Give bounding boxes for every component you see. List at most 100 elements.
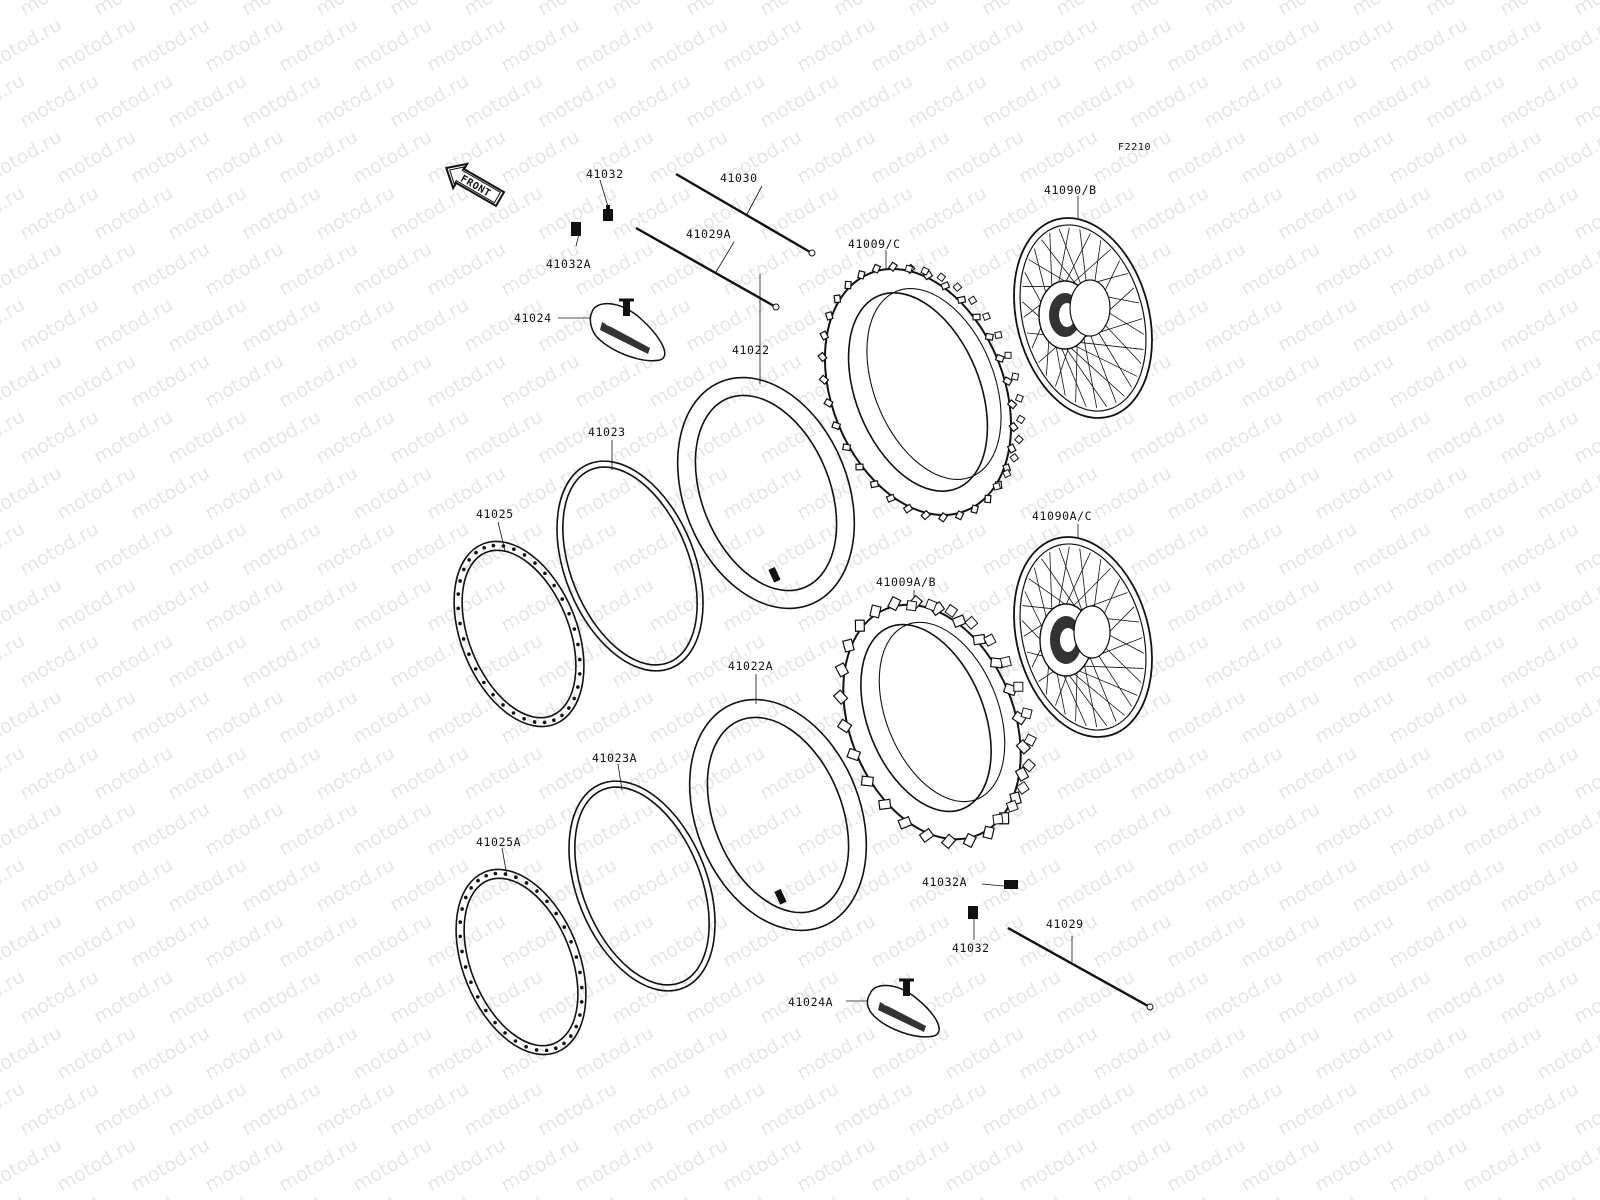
label-41024A: 41024A: [788, 995, 833, 1009]
label-41032: 41032: [586, 167, 624, 181]
watermark-text: motod.ru: [645, 238, 731, 301]
tire-knob: [836, 718, 853, 734]
rim-band-41023: [556, 440, 704, 672]
watermark-text: motod.ru: [571, 462, 657, 525]
watermark-text: motod.ru: [1126, 0, 1212, 20]
rim-spoke-hole: [474, 550, 478, 555]
watermark-text: motod.ru: [0, 462, 66, 525]
watermark-text: motod.ru: [238, 742, 324, 805]
watermark-text: motod.ru: [275, 910, 361, 973]
watermark-text: motod.ru: [164, 294, 250, 357]
tire-knob: [918, 827, 935, 843]
watermark-text: motod.ru: [16, 70, 102, 133]
watermark-text: motod.ru: [497, 14, 583, 77]
watermark-text: motod.ru: [275, 686, 361, 749]
watermark-text: motod.ru: [164, 966, 250, 1029]
watermark-text: motod.ru: [1459, 126, 1545, 189]
watermark-text: motod.ru: [1311, 686, 1397, 749]
tire-knob: [906, 600, 918, 612]
label-41022: 41022: [732, 343, 770, 357]
tube-41022: [676, 274, 856, 610]
watermark-text: motod.ru: [1126, 966, 1212, 1029]
watermark-text: motod.ru: [1200, 0, 1286, 20]
rim-spoke-hole: [484, 873, 488, 878]
watermark-text: motod.ru: [0, 126, 66, 189]
watermark-text: motod.ru: [90, 630, 176, 693]
watermark-text: motod.ru: [1496, 854, 1582, 917]
watermark-text: motod.ru: [830, 854, 916, 917]
watermark-text: motod.ru: [0, 1190, 29, 1200]
watermark-text: motod.ru: [1237, 1134, 1323, 1197]
watermark-text: motod.ru: [719, 686, 805, 749]
rim-spoke-hole: [552, 583, 556, 588]
rim-spoke-hole: [458, 579, 462, 583]
rim-spoke-hole: [560, 713, 564, 718]
watermark-text: motod.ru: [1126, 70, 1212, 133]
watermark-text: motod.ru: [1459, 1134, 1545, 1197]
tire-knob: [832, 689, 849, 706]
rim-spoke-hole: [534, 1048, 539, 1052]
watermark-text: motod.ru: [349, 1022, 435, 1085]
watermark-text: motod.ru: [53, 14, 139, 77]
watermark-text: motod.ru: [941, 126, 1027, 189]
tire-knob: [844, 280, 852, 290]
watermark-text: motod.ru: [201, 238, 287, 301]
rim-spoke-hole: [574, 955, 579, 959]
watermark-text: motod.ru: [1348, 1190, 1434, 1200]
rim-lock-41024: [558, 298, 666, 362]
watermark-text: motod.ru: [90, 966, 176, 1029]
watermark-text: motod.ru: [1126, 518, 1212, 581]
tire-knob: [920, 509, 932, 521]
rim-spoke-hole: [467, 652, 471, 657]
tire-knob: [951, 614, 967, 629]
watermark-text: motod.ru: [497, 350, 583, 413]
watermark-text: motod.ru: [312, 70, 398, 133]
spoke-41029: [1007, 926, 1154, 1011]
watermark-text: motod.ru: [682, 70, 768, 133]
watermark-text: motod.ru: [1422, 294, 1508, 357]
watermark-text: motod.ru: [1237, 350, 1323, 413]
wheel-spoke: [1075, 664, 1078, 722]
label-41023A: 41023A: [592, 751, 637, 765]
watermark-text: motod.ru: [571, 574, 657, 637]
rim-spoke-hole: [514, 875, 518, 880]
rim-spoke-hole: [467, 558, 471, 562]
watermark-text: motod.ru: [275, 798, 361, 861]
rim-spoke-hole: [522, 716, 526, 721]
watermark-text: motod.ru: [1089, 462, 1175, 525]
watermark-text: motod.ru: [460, 294, 546, 357]
tire-knob: [887, 261, 899, 272]
watermark-text: motod.ru: [275, 238, 361, 301]
watermark-text: motod.ru: [1422, 70, 1508, 133]
rim-spoke-hole: [482, 545, 486, 550]
watermark-text: motod.ru: [1422, 1190, 1508, 1200]
watermark-text: motod.ru: [127, 798, 213, 861]
label-41009C: 41009/C: [848, 237, 901, 251]
watermark-text: motod.ru: [1163, 1022, 1249, 1085]
watermark-text: motod.ru: [1311, 462, 1397, 525]
watermark-text: motod.ru: [682, 0, 768, 20]
watermark-text: motod.ru: [1200, 406, 1286, 469]
watermark-text: motod.ru: [1459, 798, 1545, 861]
rim-spoke-hole: [572, 627, 577, 631]
tire-41009C: [817, 250, 1026, 523]
watermark-text: motod.ru: [1200, 182, 1286, 245]
watermark-text: motod.ru: [1163, 238, 1249, 301]
watermark-text: motod.ru: [1237, 686, 1323, 749]
watermark-text: motod.ru: [423, 798, 509, 861]
rim-spoke-hole: [532, 720, 537, 724]
watermark-text: motod.ru: [1163, 126, 1249, 189]
watermark-text: motod.ru: [1274, 70, 1360, 133]
watermark-text: motod.ru: [1237, 14, 1323, 77]
watermark-text: motod.ru: [1163, 910, 1249, 973]
watermark-text: motod.ru: [90, 1190, 176, 1200]
watermark-text: motod.ru: [0, 350, 66, 413]
watermark-text: motod.ru: [238, 1190, 324, 1200]
watermark-text: motod.ru: [0, 14, 66, 77]
tire-knob: [897, 815, 913, 830]
tube-41022A: [688, 674, 868, 932]
rim-spoke-hole: [491, 543, 496, 548]
label-41090B: 41090/B: [1044, 183, 1097, 197]
watermark-text: motod.ru: [1237, 910, 1323, 973]
watermark-text: motod.ru: [460, 854, 546, 917]
